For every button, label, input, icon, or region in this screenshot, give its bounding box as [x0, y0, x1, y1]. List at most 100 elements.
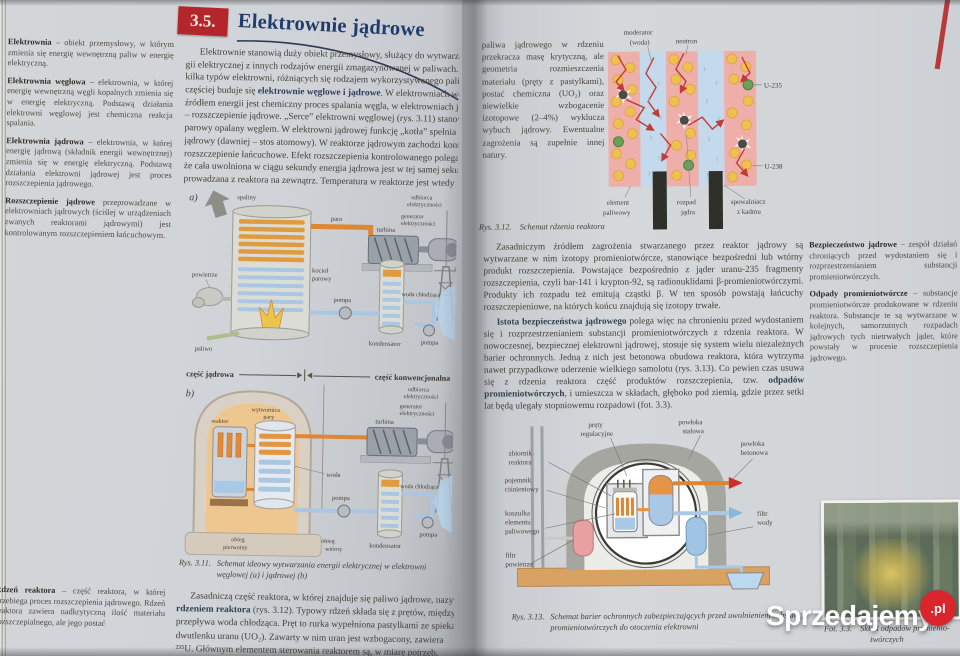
condenser: [378, 259, 405, 335]
definition-term: Odpady promieniotwórcze: [809, 289, 908, 299]
river: [435, 284, 456, 341]
figure-3-13-containment: pręty regulacyjne zbiornik reaktora poje…: [500, 416, 801, 615]
definition-body: – substancje promieniotwórcze produkowan…: [809, 288, 958, 363]
svg-text:jądra: jądra: [680, 208, 696, 216]
svg-text:paliwowy: paliwowy: [603, 209, 631, 217]
left-margin-definitions: Elektrownia – obiekt przemysłowy, w któr…: [4, 37, 174, 248]
label-kondensator: kondensator: [369, 340, 402, 348]
fuel-pipe: [206, 331, 240, 341]
boiler: [230, 205, 312, 341]
label-woda-chlodzaca: woda chłodząca: [402, 292, 441, 299]
return-pipe: [293, 508, 378, 514]
neutron-paths: [615, 52, 751, 177]
label-obieg-pierwotny: obieg: [231, 537, 244, 543]
label-para: para: [331, 216, 342, 223]
caption-text: Schemat ideowy wytwarzania energii elekt…: [216, 558, 427, 580]
svg-text:wody: wody: [757, 519, 773, 527]
label-generator: generator: [400, 404, 423, 410]
condenser: [376, 469, 403, 539]
left-page-content: Elektrownia – obiekt przemysłowy, w któr…: [0, 0, 463, 656]
svg-text:(woda): (woda): [630, 39, 651, 47]
label-filtr-wody: filtr: [757, 510, 768, 518]
reactor-vessel: [209, 426, 249, 507]
cooling-pipe: [402, 492, 434, 519]
label-prety-regulacyjne: pręty: [588, 421, 603, 429]
coal-plant-diagram: a) spaliny: [189, 190, 462, 353]
label-spowalniacz: spowalniacz: [731, 198, 766, 206]
nuclear-plant-diagram: b) reaktor: [184, 384, 458, 558]
steam-arrow-icon: [728, 476, 743, 489]
steam-generator: [253, 420, 296, 510]
label-generator: generator: [401, 214, 424, 220]
definition-term: Elektrownia: [7, 37, 52, 47]
right-top-column-text: paliwa jądrowego w rdzeniu przekracza ma…: [481, 38, 605, 160]
label-pompa-1: pompa: [333, 297, 351, 304]
label-pary: pary: [263, 415, 274, 421]
emphasized-phrase: elektrownie węglowe i jądrowe: [257, 86, 381, 99]
svg-text:z kadmu: z kadmu: [737, 208, 761, 216]
label-obieg-wtorny: obieg: [321, 539, 334, 545]
figure-a-tag: a): [189, 192, 198, 203]
label-odbiorca: odbiorca: [411, 195, 432, 201]
caption-tag: Rys. 3.11.: [178, 558, 211, 568]
definition-term: Bezpieczeństwo jądrowe: [809, 239, 897, 250]
control-rods: [652, 171, 724, 230]
label-pompa-2: pompa: [419, 531, 437, 538]
caption-text-2: twórczych: [870, 634, 904, 644]
svg-text:ciśnieniowy: ciśnieniowy: [505, 485, 539, 493]
definition-term: Rozszczepienie jądrowe: [5, 195, 96, 207]
generator: [426, 430, 457, 454]
label-pojemnik-cisnieniowy: pojemnik: [505, 476, 532, 484]
right-margin-definitions: Bezpieczeństwo jądrowe – zespół działań …: [809, 239, 958, 371]
arrow-right-icon: [296, 372, 302, 379]
label-odbiorca: odbiorca: [408, 387, 429, 393]
label-generator-2: elektryczności: [401, 221, 436, 228]
definition-elektrownia-jadrowa: Elektrownia jądrowa – elektrownia, w któ…: [5, 136, 172, 192]
label-pompa-2: pompa: [421, 339, 439, 346]
right-page-content: paliwa jądrowego w rdzeniu przekracza ma…: [461, 0, 960, 656]
air-filter: [544, 519, 594, 557]
label-woda: woda: [326, 472, 340, 479]
definition-rdzen-reaktora: Rdzeń reaktora – część reaktora, w które…: [0, 585, 165, 637]
fuel-pellets: [610, 53, 754, 183]
label-powloka-betonowa: powłoka: [741, 440, 766, 448]
section-divider-line: [321, 384, 325, 511]
svg-text:stalowa: stalowa: [682, 427, 704, 435]
definition-elektrownia-weglowa: Elektrownia węglowa – elektrownia, w któ…: [6, 76, 173, 132]
label-kondensator: kondensator: [369, 542, 402, 550]
left-page: Elektrownia – obiekt przemysłowy, w któr…: [0, 0, 462, 656]
photo-bottom-shadow: [0, 647, 960, 656]
figure-3-11a-coal-plant: a) spaliny: [182, 186, 462, 376]
containment-diagram: pręty regulacyjne zbiornik reaktora poje…: [505, 418, 773, 590]
red-page-edge-stripe: [934, 0, 952, 70]
watermark-text: Sprzedajemy: [766, 600, 934, 631]
label-turbina: turbina: [377, 227, 396, 234]
label-moderator: moderator: [624, 29, 653, 37]
definition-rozszczepienie: Rozszczepienie jądrowe przeprowadzane w …: [5, 196, 172, 241]
caption-rys-3-12: Rys. 3.12. Schemat rdzenia reaktora: [479, 221, 709, 233]
cooling-pipe: [403, 300, 436, 327]
svg-text:paliwowego: paliwowego: [505, 527, 540, 535]
figure-3-11b-nuclear-plant: b) reaktor: [179, 380, 458, 568]
pump-2: [422, 324, 435, 337]
reactor-core-diagram: moderator (woda) neutron U-235 U-238 ele…: [603, 29, 783, 230]
figure-b-tag: b): [186, 388, 195, 399]
label-pompa-1: pompa: [332, 495, 350, 502]
right-page: paliwa jądrowego w rdzeniu przekracza ma…: [462, 0, 960, 656]
label-powietrze: powietrze: [192, 271, 218, 278]
label-parowy: parowy: [312, 275, 332, 282]
divider-label-left: część jądrowa: [186, 368, 234, 379]
svg-text:powietrza: powietrza: [505, 560, 534, 568]
label-u235: U-235: [764, 82, 782, 90]
label-zbiornik-reaktora: zbiornik: [509, 449, 533, 457]
watermark-pl-badge: .pl: [920, 590, 956, 626]
caption-tag: Rys. 3.12.: [478, 222, 512, 232]
caption-text: Schemat rdzenia reaktora: [519, 221, 605, 232]
label-paliwo: paliwo: [195, 345, 213, 352]
svg-text:pierwotny: pierwotny: [223, 545, 247, 551]
generator: [427, 238, 460, 262]
steam-pipe: [310, 223, 374, 242]
svg-text:betonowa: betonowa: [741, 449, 769, 457]
label-koszulka: koszulka: [505, 509, 531, 517]
river: [433, 474, 453, 533]
